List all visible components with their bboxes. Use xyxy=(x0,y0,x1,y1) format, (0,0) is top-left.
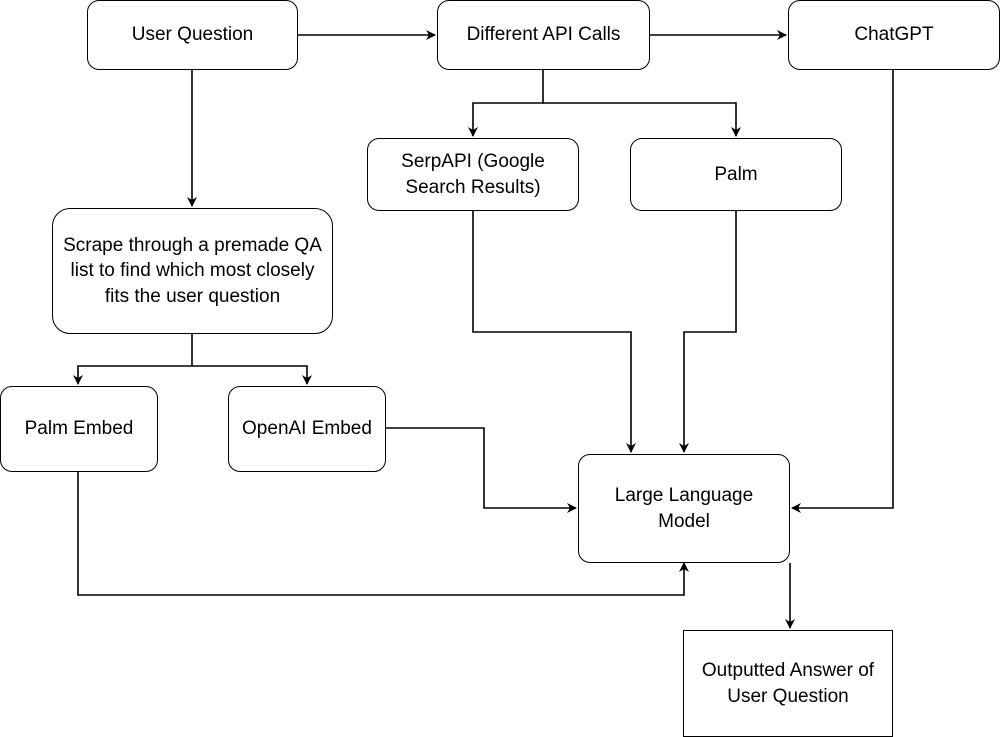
api-calls-label: Different API Calls xyxy=(466,24,621,46)
edge-palm-to-llm xyxy=(679,211,737,453)
palm-embed-label: Palm Embed xyxy=(24,418,134,440)
edge-scrape-to-openai xyxy=(192,365,312,385)
openai-embed-label: OpenAI Embed xyxy=(242,418,372,440)
chatgpt-node: ChatGPT xyxy=(788,0,1000,70)
edge-api-to-palm xyxy=(543,102,741,137)
edge-serp-to-llm xyxy=(472,211,636,453)
edge-scrape-split xyxy=(73,334,193,385)
llm-node: Large Language Model xyxy=(578,454,790,563)
llm-label: Large Language Model xyxy=(614,484,754,532)
serpapi-node: SerpAPI (Google Search Results) xyxy=(367,138,579,211)
user-question-node: User Question xyxy=(87,0,298,70)
output-node: Outputted Answer of User Question xyxy=(683,630,893,737)
palm-node: Palm xyxy=(630,138,842,211)
output-label: Outputted Answer of User Question xyxy=(701,659,875,707)
chatgpt-label: ChatGPT xyxy=(854,24,934,46)
scrape-label: Scrape through a premade QA list to find… xyxy=(63,234,322,307)
edge-palmembed-to-llm xyxy=(77,472,689,596)
user-question-label: User Question xyxy=(131,24,254,46)
edge-chatgpt-to-llm xyxy=(791,70,894,513)
palm-embed-node: Palm Embed xyxy=(0,386,158,472)
api-calls-node: Different API Calls xyxy=(437,0,650,70)
edge-openai-to-llm xyxy=(386,427,577,513)
palm-label: Palm xyxy=(714,163,758,185)
serpapi-label: SerpAPI (Google Search Results) xyxy=(401,150,545,198)
openai-embed-node: OpenAI Embed xyxy=(228,386,386,472)
scrape-node: Scrape through a premade QA list to find… xyxy=(52,208,333,334)
edge-api-split xyxy=(468,70,544,137)
